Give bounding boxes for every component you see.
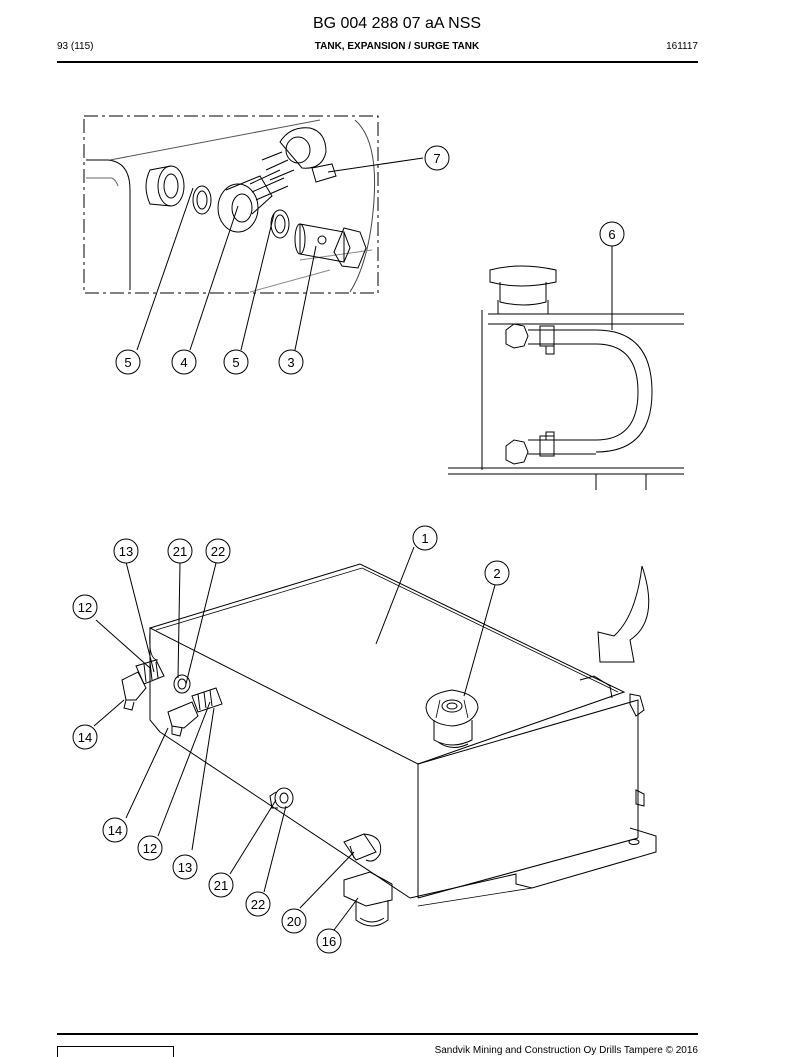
callout-21: 21 bbox=[173, 544, 187, 559]
left-elbow-fitting-upper bbox=[121, 659, 165, 711]
drain-fitting-part bbox=[343, 871, 393, 927]
callout-3: 3 bbox=[287, 355, 294, 370]
level-hose-view bbox=[448, 265, 684, 490]
callout-balloons bbox=[72, 145, 625, 954]
page-number: 93 (115) bbox=[57, 41, 94, 52]
callout-5: 5 bbox=[124, 355, 131, 370]
callout-7: 7 bbox=[433, 151, 440, 166]
callout-21: 21 bbox=[214, 878, 228, 893]
callout-22: 22 bbox=[251, 897, 265, 912]
surge-tank-body bbox=[148, 563, 657, 907]
footer-divider bbox=[57, 1033, 698, 1035]
callout-16: 16 bbox=[322, 934, 336, 949]
washer-part bbox=[270, 209, 290, 239]
plug-part bbox=[145, 165, 185, 207]
callout-20: 20 bbox=[287, 914, 301, 929]
washer-part bbox=[192, 185, 212, 215]
callout-12: 12 bbox=[78, 600, 92, 615]
header-divider bbox=[57, 61, 698, 63]
callout-4: 4 bbox=[180, 355, 187, 370]
filler-cap-part bbox=[425, 689, 479, 748]
callout-12: 12 bbox=[143, 841, 157, 856]
callout-13: 13 bbox=[178, 860, 192, 875]
fitting-detail-view bbox=[83, 115, 379, 294]
banjo-bolt-part bbox=[294, 223, 367, 269]
company-logo bbox=[57, 1046, 174, 1057]
callout-22: 22 bbox=[211, 544, 225, 559]
hose-end-part bbox=[261, 127, 337, 183]
callout-14: 14 bbox=[108, 823, 122, 838]
callout-6: 6 bbox=[608, 227, 615, 242]
document-id: BG 004 288 07 aA NSS bbox=[312, 15, 482, 32]
banjo-fitting-part bbox=[217, 169, 289, 233]
callout-1: 1 bbox=[421, 531, 428, 546]
side-plug bbox=[269, 787, 294, 809]
callout-14: 14 bbox=[78, 730, 92, 745]
footer-copyright: Sandvik Mining and Construction Oy Drill… bbox=[434, 1045, 698, 1056]
callout-2: 2 bbox=[493, 566, 500, 581]
callout-5: 5 bbox=[232, 355, 239, 370]
callout-13: 13 bbox=[119, 544, 133, 559]
view-direction-arrow bbox=[597, 565, 650, 663]
page-title: TANK, EXPANSION / SURGE TANK bbox=[314, 41, 480, 52]
callout-labels: 5 4 5 3 7 6 1 2 13 21 22 12 14 14 12 13 … bbox=[78, 151, 616, 949]
left-elbow-fitting-lower bbox=[167, 687, 223, 737]
revision-code: 161117 bbox=[666, 41, 698, 52]
